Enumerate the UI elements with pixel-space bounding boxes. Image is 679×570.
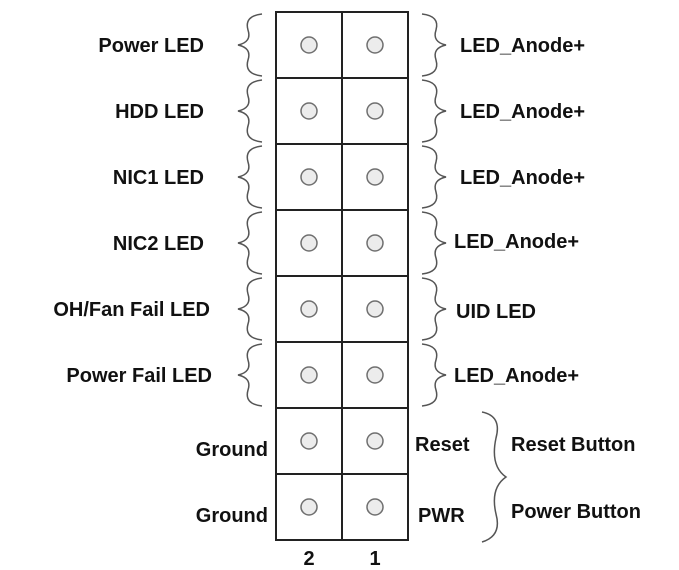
left-label-oh-fan-fail-led: OH/Fan Fail LED	[53, 299, 210, 321]
reset-button-label: Reset Button	[511, 434, 635, 456]
pin-r3-c2	[300, 168, 318, 186]
button-group-brace	[481, 411, 508, 543]
left-brace-1	[237, 13, 263, 77]
right-braces	[421, 13, 508, 543]
pin-r7-c2	[300, 432, 318, 450]
pin-r4-c1	[366, 234, 384, 252]
pin-r7-c1	[366, 432, 384, 450]
right-label-row-6: LED_Anode+	[454, 365, 579, 387]
left-brace-3	[237, 145, 263, 209]
column-label-2: 2	[303, 548, 314, 570]
left-label-hdd-led: HDD LED	[115, 101, 204, 123]
left-label-power-led: Power LED	[98, 35, 204, 57]
left-braces	[237, 13, 263, 407]
pin-r5-c2	[300, 300, 318, 318]
power-button-label: Power Button	[511, 501, 641, 523]
pin-r3-c1	[366, 168, 384, 186]
pin-r2-c2	[300, 102, 318, 120]
column-label-1: 1	[369, 548, 380, 570]
left-label-ground-reset: Ground	[196, 439, 268, 461]
pin-r5-c1	[366, 300, 384, 318]
left-label-nic2-led: NIC2 LED	[113, 233, 204, 255]
pin-label-pwr: PWR	[418, 505, 465, 527]
pin-r4-c2	[300, 234, 318, 252]
right-label-row-1: LED_Anode+	[460, 35, 585, 57]
right-brace-6	[421, 343, 447, 407]
left-label-ground-pwr: Ground	[196, 505, 268, 527]
left-brace-6	[237, 343, 263, 407]
pin-r8-c1	[366, 498, 384, 516]
right-label-row-2: LED_Anode+	[460, 101, 585, 123]
right-brace-4	[421, 211, 447, 275]
right-label-row-4: LED_Anode+	[454, 231, 579, 253]
left-brace-2	[237, 79, 263, 143]
connector-grid	[275, 11, 409, 541]
right-brace-2	[421, 79, 447, 143]
left-label-power-fail-led: Power Fail LED	[66, 365, 212, 387]
pin-label-reset: Reset	[415, 434, 470, 456]
right-brace-3	[421, 145, 447, 209]
pin-r6-c2	[300, 366, 318, 384]
pin-r2-c1	[366, 102, 384, 120]
right-label-row-3: LED_Anode+	[460, 167, 585, 189]
right-brace-1	[421, 13, 447, 77]
right-labels: LED_Anode+ LED_Anode+ LED_Anode+ LED_Ano…	[415, 35, 641, 527]
left-label-nic1-led: NIC1 LED	[113, 167, 204, 189]
pin-r6-c1	[366, 366, 384, 384]
left-brace-5	[237, 277, 263, 341]
column-labels: 2 1	[303, 548, 380, 570]
pins	[300, 36, 384, 516]
right-brace-5	[421, 277, 447, 341]
pin-r8-c2	[300, 498, 318, 516]
right-label-row-5: UID LED	[456, 301, 536, 323]
pin-r1-c2	[300, 36, 318, 54]
left-labels: Power LED HDD LED NIC1 LED NIC2 LED OH/F…	[53, 35, 268, 527]
cell-r7-c1	[341, 407, 409, 475]
cell-r4-c1	[341, 209, 409, 277]
left-brace-4	[237, 211, 263, 275]
pin-r1-c1	[366, 36, 384, 54]
